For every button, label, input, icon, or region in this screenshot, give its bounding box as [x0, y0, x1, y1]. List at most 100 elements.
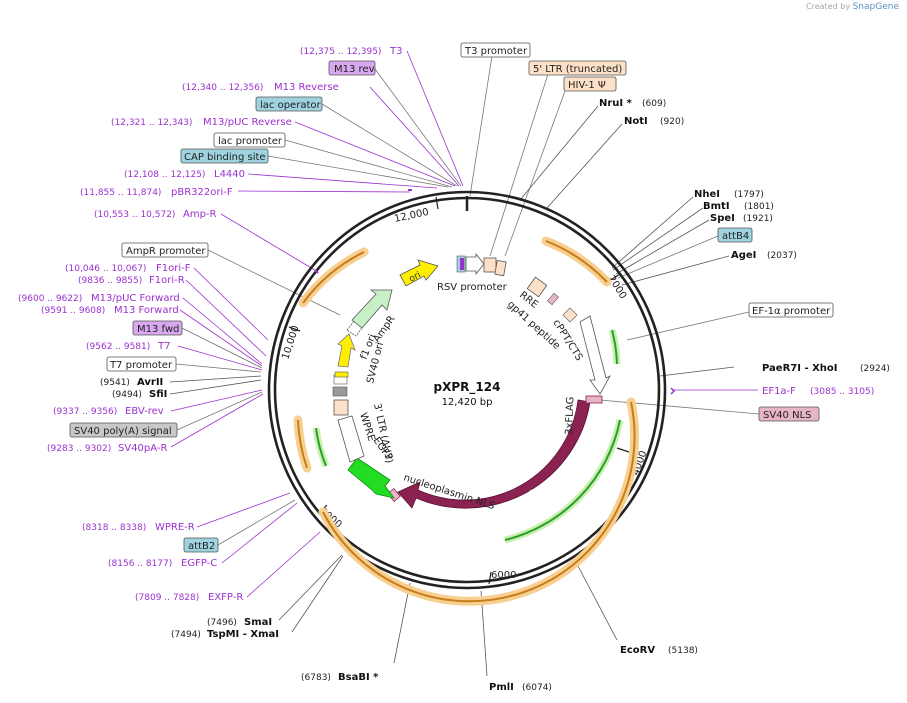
- backbone-outer: [267, 190, 667, 590]
- tick-10000: [288, 326, 301, 332]
- puro-green-line: [504, 419, 621, 541]
- leader-pbr322: [237, 190, 411, 193]
- enzyme-nhei-pos: (1797): [734, 190, 764, 200]
- enzyme-bsabi-pos: (6783): [301, 673, 331, 683]
- leader-lacop: [321, 103, 458, 187]
- hiv-label: HIV-1 Ψ: [568, 80, 606, 91]
- primer-m13fwd-name: M13 Forward: [114, 305, 179, 316]
- plasmid-length: 12,420 bp: [442, 397, 493, 408]
- enzyme-tspmi-name: TspMI - XmaI: [207, 629, 279, 640]
- enzyme-agei-pos: (2037): [767, 251, 797, 261]
- lacprom-label: lac promoter: [218, 136, 283, 147]
- primer-exfpr-pos: (7809 .. 7828): [135, 593, 199, 603]
- primer-sv40par-name: SV40pA-R: [118, 443, 167, 454]
- cas9-outer-line: [322, 401, 636, 603]
- ef1aprom-label: EF-1α promoter: [752, 306, 831, 317]
- outer-features: [293, 189, 676, 606]
- primer-l4440-pos: (12,108 .. 12,125): [124, 170, 205, 180]
- enzyme-xhoi-pos: (2924): [860, 364, 890, 374]
- primer-pbr322-pos: (11,855 .. 11,874): [80, 188, 161, 198]
- leader-spei: [615, 219, 710, 275]
- amp-outer-line: [302, 251, 365, 304]
- enzyme-pmli-pos: (6074): [522, 683, 552, 693]
- ampr-f-marker: [314, 269, 319, 274]
- leader-agei: [621, 255, 730, 286]
- egfp-arrow: [347, 457, 395, 499]
- hiv-box: [563, 76, 617, 92]
- enzyme-smai-pos: (7496): [207, 618, 237, 628]
- cap-box: [180, 148, 269, 164]
- leader-lines: [169, 50, 760, 677]
- primer-ampr-name: Amp-R: [183, 209, 217, 220]
- flag-segment: [585, 395, 603, 404]
- enzyme-spei-pos: (1921): [743, 214, 773, 224]
- left-labels: (12,375 .. 12,395) T3 M13 rev (12,340 ..…: [18, 46, 402, 683]
- leader-m13fwdbox: [181, 327, 263, 369]
- enzyme-smai-name: SmaI: [244, 617, 272, 628]
- primer-l4440-name: L4440: [214, 169, 245, 180]
- backbone: [267, 190, 667, 590]
- rsv-label: RSV promoter: [437, 282, 508, 293]
- ef1a-f-marker: [670, 387, 676, 395]
- leader-noti: [546, 123, 623, 209]
- sv40ori-segment: [334, 371, 349, 378]
- primer-t3-pos: (12,375 .. 12,395): [300, 47, 381, 57]
- leader-attb4: [617, 235, 719, 279]
- primer-t3-name: T3: [389, 46, 402, 57]
- leader-attb2: [217, 499, 296, 546]
- leader-egfp-c: [221, 502, 298, 564]
- m13fwd-label: M13 fwd: [137, 324, 179, 335]
- leader-m13pucfwd: [182, 297, 263, 365]
- leader-smai: [278, 554, 343, 621]
- tick-label-6000: 6000: [491, 570, 516, 581]
- leader-bsabi: [393, 582, 411, 664]
- primer-ampr-pos: (10,553 .. 10,572): [94, 210, 175, 220]
- leader-ampr-f: [220, 213, 319, 273]
- lacprom-box: [213, 132, 286, 148]
- enzyme-avrii-name: AvrII: [137, 377, 163, 388]
- lacop-box: [255, 96, 323, 112]
- enzyme-xhoi-name: PaeR7I - XhoI: [762, 363, 838, 374]
- snapgene-watermark: Created by SnapGene: [806, 2, 899, 12]
- primer-f1orif-name: F1ori-F: [156, 263, 191, 274]
- primer-ef1af-pos: (3085 .. 3105): [810, 387, 874, 397]
- primer-ef1af-name: EF1a-F: [762, 386, 796, 397]
- primer-t7-pos: (9562 .. 9581): [86, 342, 150, 352]
- enzyme-agei-name: AgeI: [731, 250, 756, 261]
- ampr-arrow: [351, 289, 393, 329]
- leader-m13fwd: [179, 309, 263, 367]
- enzyme-ecorv-pos: (5138): [668, 646, 698, 656]
- attb4-label: attB4: [722, 231, 749, 242]
- enzyme-noti-name: NotI: [624, 116, 648, 127]
- ori-arrow: [399, 259, 439, 287]
- leader-nrui: [519, 105, 599, 201]
- primer-wprer-name: WPRE-R: [155, 522, 195, 533]
- 3xflag-label: 3xFLAG: [564, 396, 576, 435]
- lacop-label: lac operator: [260, 100, 321, 111]
- leader-t7: [177, 345, 263, 371]
- 5ltr-label: 5' LTR (truncated): [533, 64, 622, 75]
- primer-pbr322-name: pBR322ori-F: [171, 187, 233, 198]
- cas9-arrow: [397, 399, 591, 509]
- leader-exfp-r: [246, 531, 321, 598]
- primer-ebvrev-pos: (9337 .. 9356): [53, 407, 117, 417]
- enzyme-ecorv-name: EcoRV: [620, 645, 655, 656]
- enzyme-sfii-pos: (9494): [112, 390, 142, 400]
- leader-sv40nls: [599, 399, 760, 415]
- psi-segment: [494, 259, 507, 277]
- leader-nhei: [611, 196, 694, 269]
- t3prom-box: [460, 42, 531, 58]
- enzyme-nrui-pos: (609): [642, 99, 666, 109]
- enzyme-tspmi-pos: (7494): [171, 630, 201, 640]
- primer-exfpr-name: EXFP-R: [208, 592, 243, 603]
- m13rev-label: M13 rev: [334, 64, 375, 75]
- leader-m13pucrev: [294, 121, 456, 187]
- enzyme-sfii-name: SfiI: [149, 389, 167, 400]
- 5ltr-box: [528, 60, 627, 76]
- primer-m13reverse-name: M13 Reverse: [274, 82, 339, 93]
- leader-f1ori-f: [193, 267, 269, 341]
- primer-sv40par-pos: (9283 .. 9302): [47, 444, 111, 454]
- primer-m13pucfwd-pos: (9600 .. 9622): [18, 294, 82, 304]
- wpre-arrow: [337, 415, 365, 463]
